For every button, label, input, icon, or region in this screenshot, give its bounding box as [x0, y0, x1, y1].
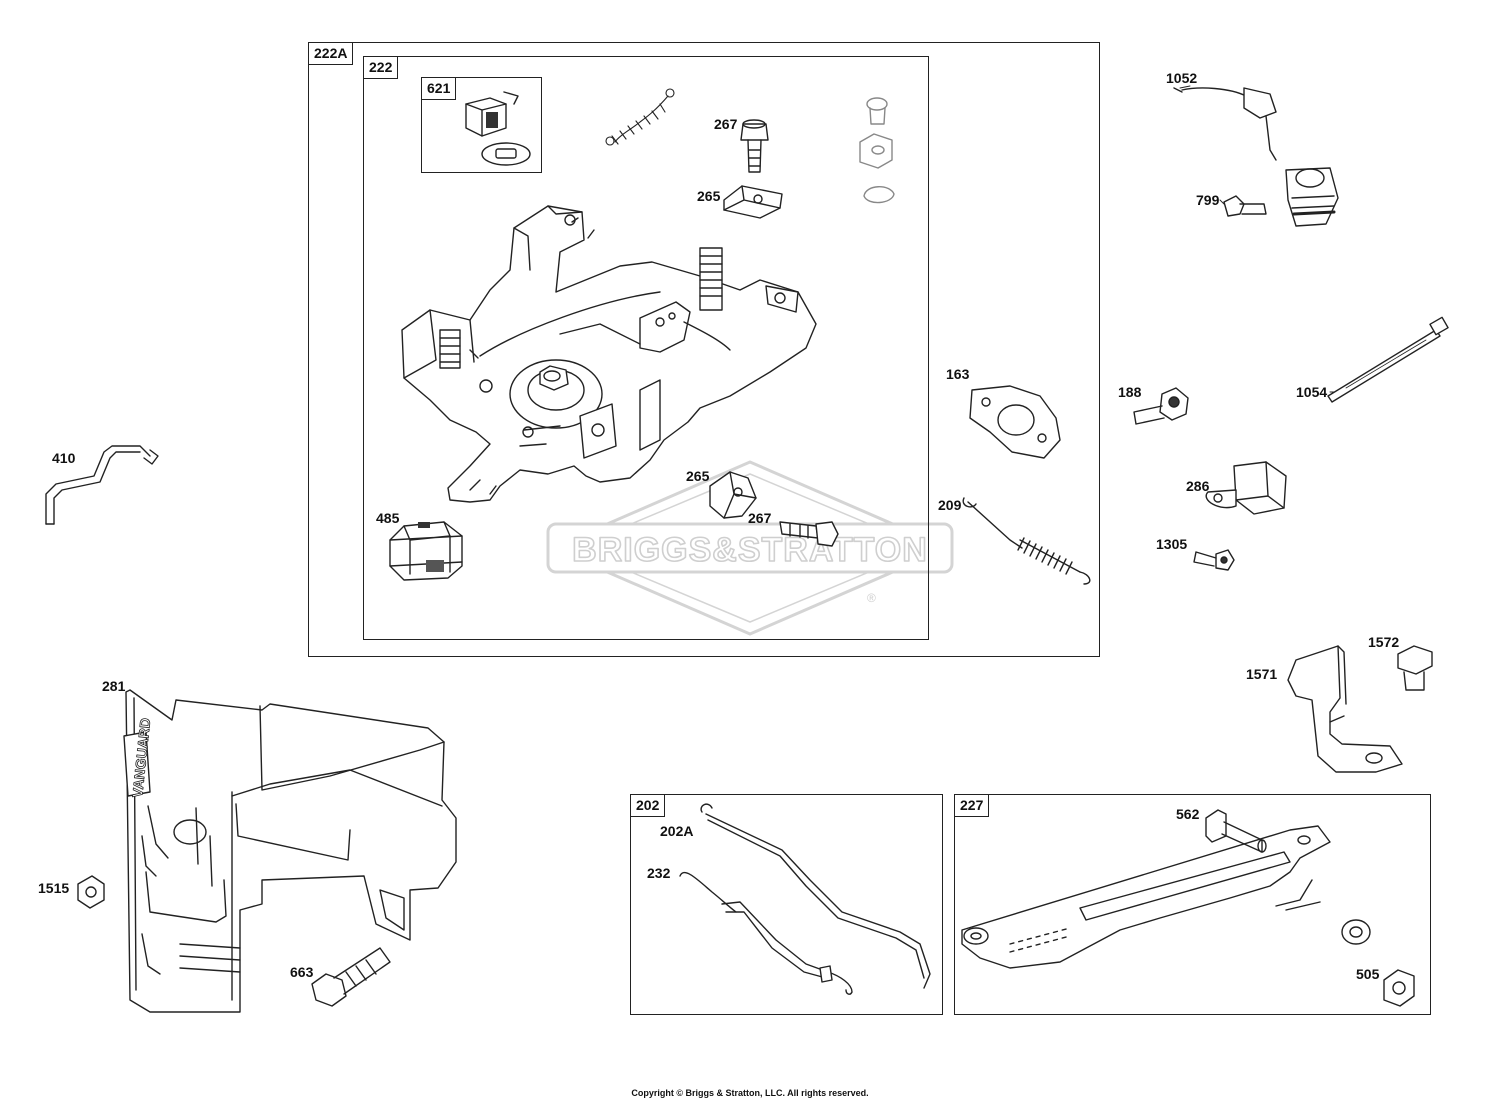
part-265-clip-a — [723, 185, 783, 219]
callout-267-a: 267 — [714, 116, 738, 132]
callout-232: 232 — [647, 865, 671, 881]
part-799-bolt — [1223, 195, 1267, 217]
part-621-clip — [465, 91, 531, 166]
callout-265-a: 265 — [697, 188, 721, 204]
callout-202A: 202A — [660, 823, 694, 839]
part-1571-bracket — [1287, 645, 1403, 773]
part-188-bolt — [1133, 387, 1189, 425]
frame-label-222: 222 — [364, 57, 399, 79]
spring-top — [605, 88, 675, 146]
callout-663: 663 — [290, 964, 314, 980]
frame-227: 227 — [954, 794, 1431, 1015]
part-281-shroud — [123, 689, 457, 1013]
part-505-nut — [1383, 969, 1415, 1007]
watermark-logo — [546, 460, 954, 636]
callout-562: 562 — [1176, 806, 1200, 822]
part-267-screw-b — [779, 521, 839, 547]
part-1054-cable-tie — [1327, 316, 1449, 403]
part-232-cable — [679, 871, 853, 995]
part-227-lever — [961, 825, 1331, 969]
part-410-link — [45, 445, 159, 525]
part-1515-nut — [77, 875, 105, 909]
callout-1515: 1515 — [38, 880, 70, 896]
leader-lines — [1179, 85, 1335, 393]
callout-485: 485 — [376, 510, 400, 526]
frame-222A: 222A — [308, 42, 1100, 657]
part-663-bolt — [311, 947, 391, 1007]
frame-label-227: 227 — [955, 795, 990, 817]
copyright-notice: Copyright © Briggs & Stratton, LLC. All … — [631, 1088, 869, 1098]
frame-621: 621 — [421, 77, 542, 173]
callout-410: 410 — [52, 450, 76, 466]
part-286 — [1205, 461, 1287, 515]
watermark-text: BRIGGS&STRATTON — [572, 531, 928, 569]
part-562-pin — [1205, 809, 1267, 853]
callout-209: 209 — [938, 497, 962, 513]
frame-label-222A: 222A — [309, 43, 354, 65]
callout-799: 799 — [1196, 192, 1220, 208]
callout-267-b: 267 — [748, 510, 772, 526]
frame-202: 202 — [630, 794, 943, 1015]
callout-286: 286 — [1186, 478, 1210, 494]
frame-label-621: 621 — [422, 78, 457, 100]
callout-1052: 1052 — [1166, 70, 1198, 86]
callout-163: 163 — [946, 366, 970, 382]
frame-222: 222 — [363, 56, 929, 640]
callout-1571: 1571 — [1246, 666, 1278, 682]
part-1305-bolt — [1193, 549, 1235, 571]
washer — [1341, 919, 1371, 945]
callout-1305: 1305 — [1156, 536, 1188, 552]
part-267-screw-a — [740, 119, 769, 173]
callout-505: 505 — [1356, 966, 1380, 982]
part-222-governor-bracket — [401, 205, 817, 503]
callout-1054: 1054 — [1296, 384, 1328, 400]
part-163-gasket — [969, 385, 1061, 459]
callout-265-b: 265 — [686, 468, 710, 484]
part-1052-sensor — [1173, 87, 1339, 227]
part-485 — [389, 521, 463, 581]
frame-label-202: 202 — [631, 795, 666, 817]
callout-1572: 1572 — [1368, 634, 1400, 650]
part-1572-bolt — [1397, 645, 1433, 691]
watermark-registered: ® — [867, 591, 876, 605]
part-202-rod — [700, 803, 931, 989]
part-209-spring — [962, 497, 1091, 585]
callout-281: 281 — [102, 678, 126, 694]
part-265-clip-b — [709, 471, 757, 519]
callout-188: 188 — [1118, 384, 1142, 400]
screw-nut-clip-set — [859, 97, 895, 204]
